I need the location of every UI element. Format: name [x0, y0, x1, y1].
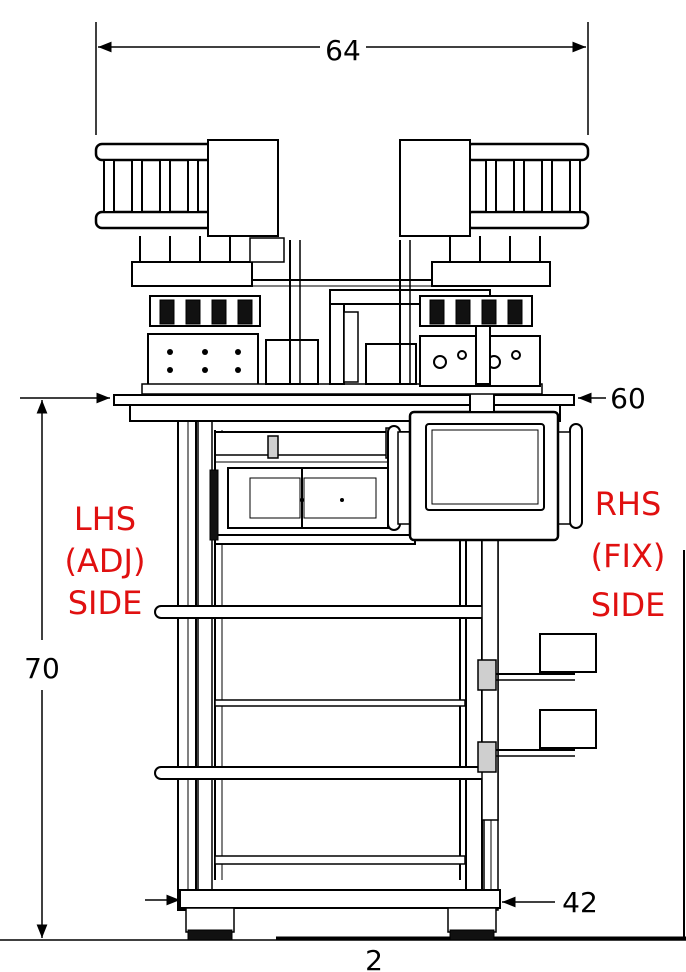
dim-overall-height: 70	[24, 400, 60, 938]
rhs-line-2: (FIX)	[591, 537, 666, 575]
machine-frame	[154, 419, 597, 941]
lhs-side-label: LHS (ADJ) SIDE	[65, 500, 146, 622]
rhs-line-3: SIDE	[591, 586, 666, 624]
dim-overall-height-label: 70	[24, 652, 60, 685]
dim-table-top: 60	[20, 382, 646, 415]
dim-table-top-label: 60	[610, 382, 646, 415]
hopper-right	[399, 139, 590, 327]
lhs-line-3: SIDE	[68, 584, 143, 622]
dim-overall-width: 64	[95, 22, 589, 135]
dim-base: 42	[145, 886, 598, 919]
dim-overall-width-label: 64	[325, 34, 361, 67]
lhs-line-2: (ADJ)	[65, 542, 146, 580]
hmi-screen	[387, 387, 583, 542]
sub-frame-module	[209, 427, 416, 545]
rhs-side-label: RHS (FIX) SIDE	[591, 485, 666, 624]
rhs-line-1: RHS	[595, 485, 662, 523]
dim-floor-label: 2	[365, 944, 383, 972]
hopper-left	[94, 139, 285, 327]
lhs-line-1: LHS	[74, 500, 136, 538]
dim-base-label: 42	[562, 886, 598, 919]
